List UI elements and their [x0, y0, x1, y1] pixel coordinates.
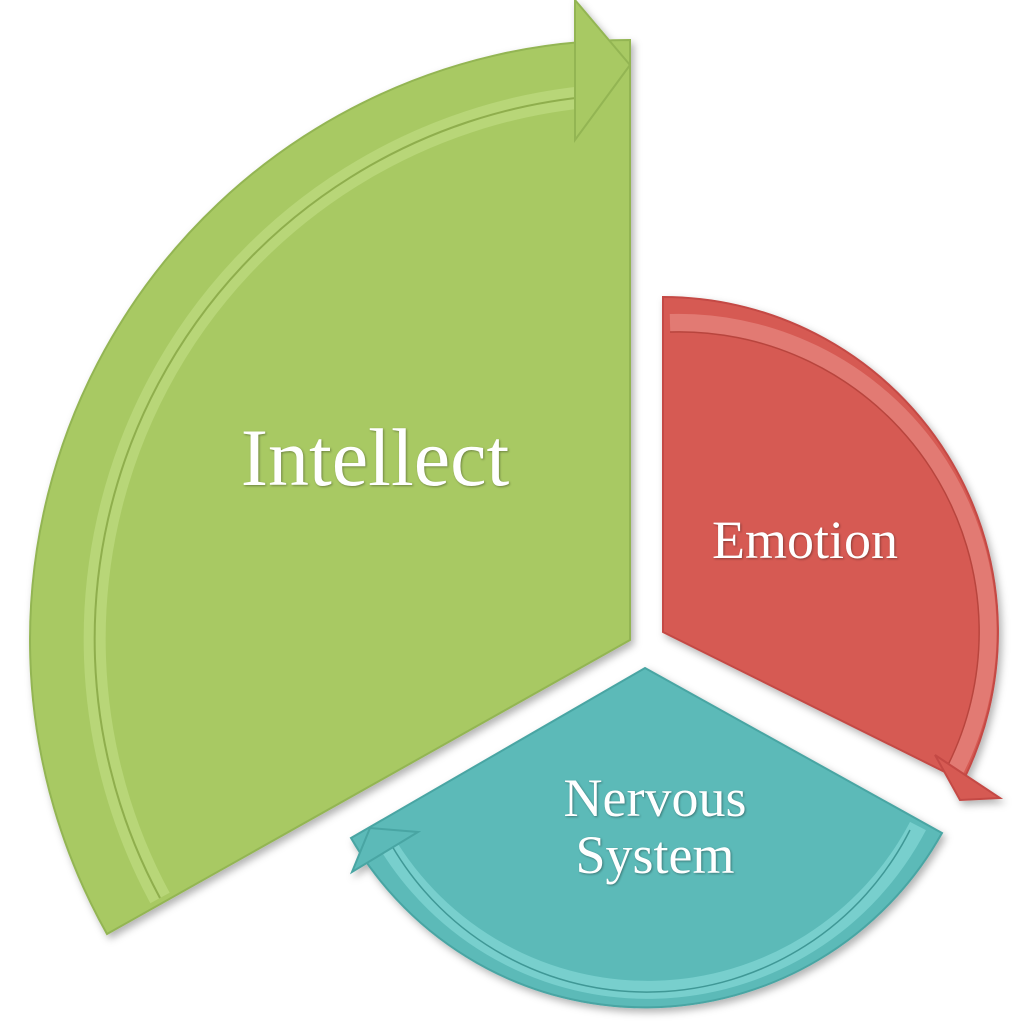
emotion-label: Emotion — [712, 510, 898, 570]
nervous-system-segment — [349, 666, 944, 1009]
arrowhead-icon — [574, 0, 632, 144]
intellect-segment — [29, 0, 632, 936]
intellect-label: Intellect — [240, 412, 510, 503]
arrowhead-icon — [934, 754, 1004, 802]
nervous-system-label: Nervous System — [530, 770, 780, 883]
nervous-system-label-line2: System — [575, 824, 735, 885]
emotion-segment — [662, 295, 1004, 802]
nervous-system-label-line1: Nervous — [563, 768, 747, 828]
arrowhead-icon — [349, 826, 422, 875]
